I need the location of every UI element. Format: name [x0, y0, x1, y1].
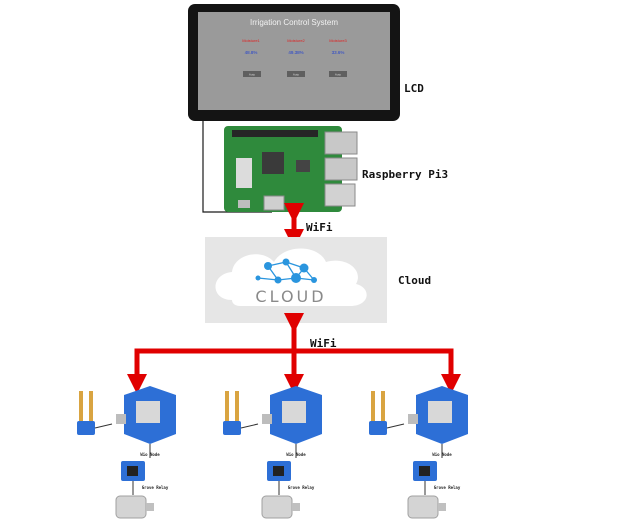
sensor-cable — [386, 423, 405, 429]
lcd-sensor-3: Moisture3 33.6% Auto — [329, 38, 348, 77]
wifi-label-top: WiFi — [306, 221, 333, 234]
pi-soc-chip — [262, 152, 284, 174]
sensor-node-3: Wio Node Grove Relay — [369, 386, 468, 519]
lcd-sensor-value: 48.8% — [245, 50, 258, 55]
lcd-sensor-label: Moisture1 — [242, 38, 260, 43]
pi-power-port — [238, 200, 250, 208]
raspberry-pi-label: Raspberry Pi3 — [362, 168, 448, 181]
sensor-cable — [94, 423, 113, 429]
lcd-sensor-1: Moisture1 48.8% Auto — [242, 38, 261, 77]
pi-lan-chip — [296, 160, 310, 172]
wio-node-label: Wio Node — [432, 452, 452, 457]
lcd-sensor-label: Moisture3 — [329, 38, 347, 43]
lcd-auto-button-label: Auto — [335, 73, 342, 77]
moisture-sensor — [223, 391, 241, 435]
water-pump — [261, 495, 300, 519]
grove-relay-label: Grove Relay — [142, 485, 169, 490]
pi-ethernet-port — [324, 183, 356, 207]
lcd-sensor-2: Moisture2 49.38% Auto — [287, 38, 306, 77]
cloud-logo-text: CLOUD — [255, 287, 326, 306]
grove-relay-label: Grove Relay — [288, 485, 315, 490]
moisture-sensor — [369, 391, 387, 435]
pi-usb-port-2 — [324, 157, 358, 181]
sensor-node-1: Wio Node Grove Relay — [77, 386, 176, 519]
wio-node-label: Wio Node — [140, 452, 160, 457]
lcd-sensor-value: 33.6% — [332, 50, 345, 55]
lcd-title: Irrigation Control System — [250, 18, 338, 27]
lcd-sensor-value: 49.38% — [288, 50, 303, 55]
pi-display-port — [236, 158, 252, 188]
grove-relay — [121, 461, 145, 481]
lcd-auto-button-label: Auto — [249, 73, 256, 77]
grove-relay — [267, 461, 291, 481]
wifi-label-bottom: WiFi — [310, 337, 337, 350]
pi-usb-port-1 — [324, 131, 358, 155]
cloud-box: CLOUD — [205, 237, 387, 323]
water-pump — [407, 495, 446, 519]
lcd-auto-button[interactable] — [329, 71, 347, 77]
wio-node-board — [408, 386, 468, 444]
cloud-network-icon — [255, 258, 317, 284]
sensor-cable — [240, 423, 259, 429]
grove-relay — [413, 461, 437, 481]
raspberry-pi-board — [224, 126, 358, 212]
lcd-display — [198, 12, 390, 110]
lcd-sensor-label: Moisture2 — [287, 38, 305, 43]
water-pump — [115, 495, 154, 519]
wifi-distribution-arrows — [127, 313, 461, 394]
grove-relay-label: Grove Relay — [434, 485, 461, 490]
sensor-node-2: Wio Node Grove Relay — [223, 386, 322, 519]
lcd-auto-button[interactable] — [243, 71, 261, 77]
cloud-label: Cloud — [398, 274, 431, 287]
lcd-auto-button-label: Auto — [293, 73, 300, 77]
wio-node-board — [262, 386, 322, 444]
moisture-sensor — [77, 391, 95, 435]
wio-node-board — [116, 386, 176, 444]
lcd-label: LCD — [404, 82, 424, 95]
wio-node-label: Wio Node — [286, 452, 306, 457]
lcd-screen: Irrigation Control System Moisture1 48.8… — [188, 4, 400, 121]
lcd-auto-button[interactable] — [287, 71, 305, 77]
pi-hdmi-port — [263, 195, 285, 211]
pi-gpio-header — [232, 130, 318, 137]
